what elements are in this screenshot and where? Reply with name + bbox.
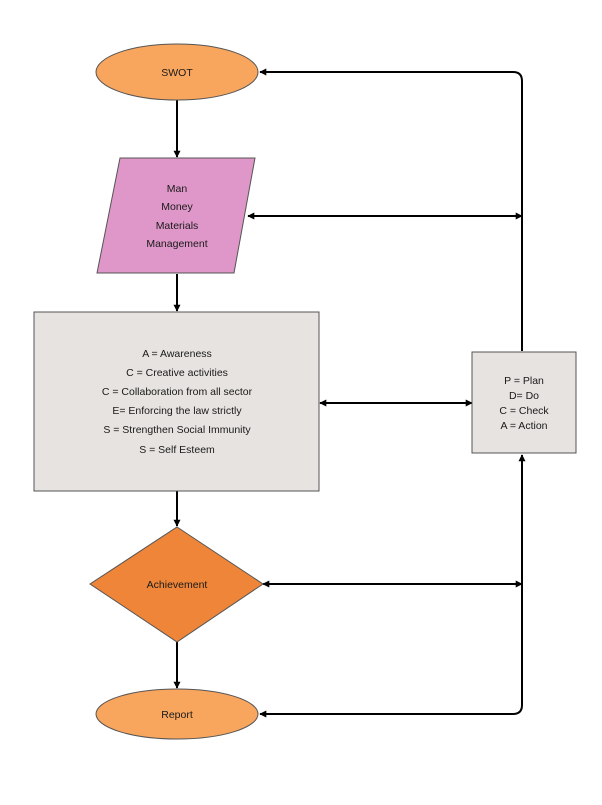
node-achievement: Achievement bbox=[89, 526, 264, 643]
edge-pdca-to-report bbox=[259, 454, 526, 718]
edge-pdca-to-swot bbox=[259, 68, 523, 351]
swot-shape bbox=[95, 43, 259, 101]
report-shape bbox=[95, 688, 259, 740]
resources-shape bbox=[96, 157, 256, 274]
resources-line: Materials bbox=[156, 220, 199, 232]
acceess-line: C = Creative activities bbox=[126, 367, 228, 379]
connectors bbox=[173, 68, 526, 718]
pdca-shape bbox=[471, 351, 577, 454]
achievement-shape bbox=[89, 526, 264, 643]
swot-label: SWOT bbox=[161, 67, 193, 79]
acceess-shape bbox=[33, 311, 320, 492]
node-swot: SWOT bbox=[95, 43, 259, 101]
pdca-line: A = Action bbox=[501, 420, 548, 432]
achievement-label: Achievement bbox=[147, 579, 208, 591]
pdca-line: C = Check bbox=[499, 405, 549, 417]
resources-line: Management bbox=[146, 238, 207, 250]
acceess-line: S = Strengthen Social Immunity bbox=[103, 424, 251, 436]
node-resources: Man Money Materials Management bbox=[96, 157, 256, 274]
node-pdca: P = Plan D= Do C = Check A = Action bbox=[471, 351, 577, 454]
acceess-line: C = Collaboration from all sector bbox=[102, 386, 253, 398]
acceess-line: E= Enforcing the law strictly bbox=[112, 405, 242, 417]
node-acceess: A = Awareness C = Creative activities C … bbox=[33, 311, 320, 492]
resources-line: Money bbox=[161, 201, 193, 213]
resources-line: Man bbox=[167, 183, 188, 195]
pdca-line: D= Do bbox=[509, 390, 539, 402]
acceess-line: S = Self Esteem bbox=[139, 444, 215, 456]
report-label: Report bbox=[161, 709, 193, 721]
acceess-line: A = Awareness bbox=[142, 348, 212, 360]
node-report: Report bbox=[95, 688, 259, 740]
pdca-line: P = Plan bbox=[504, 375, 544, 387]
